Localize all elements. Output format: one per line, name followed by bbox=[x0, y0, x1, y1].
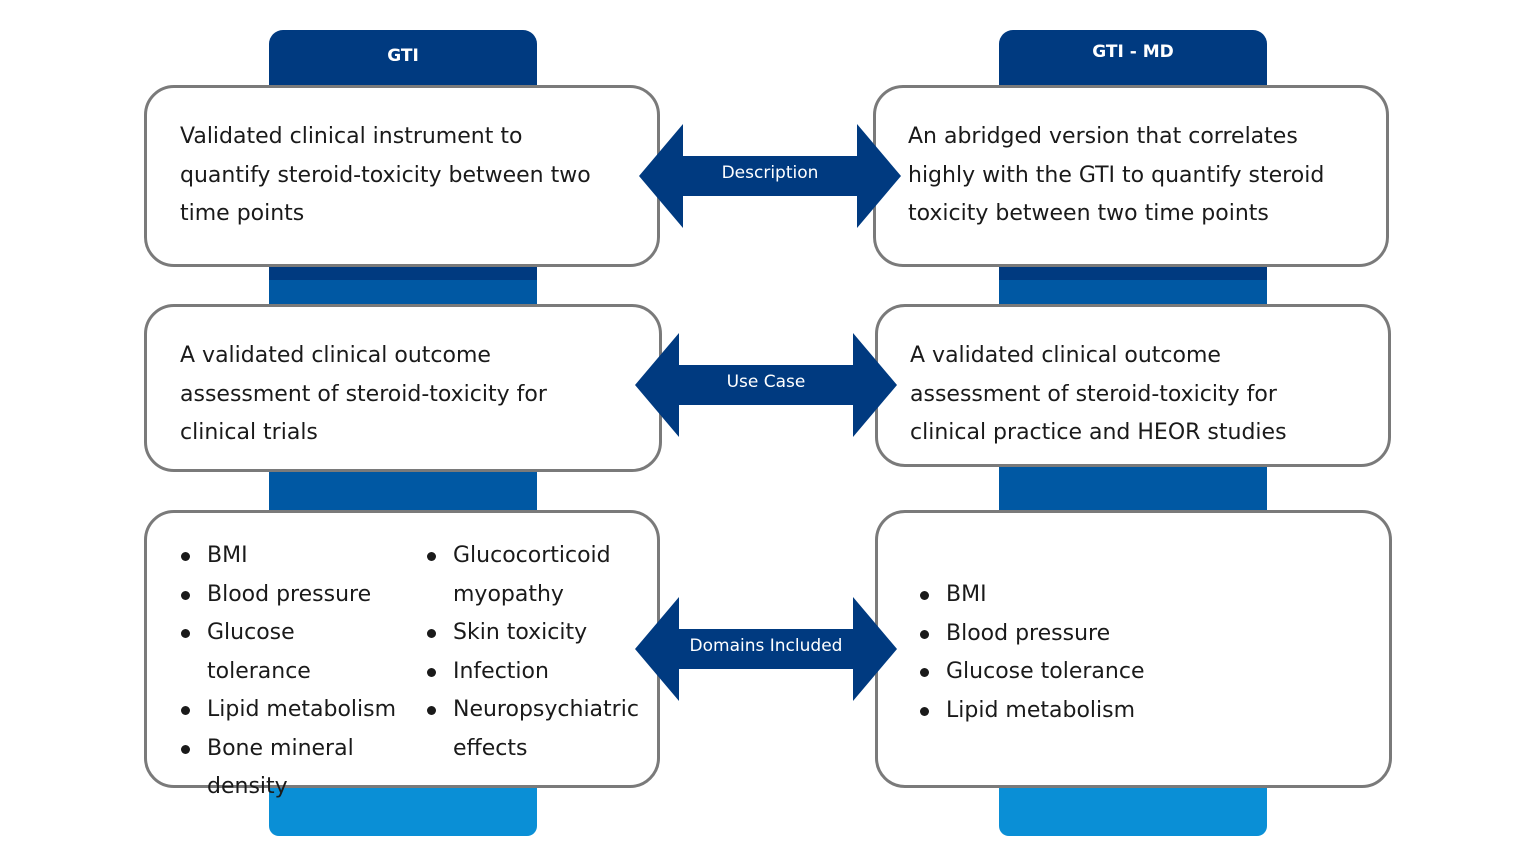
double-arrow-icon bbox=[639, 124, 901, 228]
gti-md-use-case-text: A validated clinical outcome assessment … bbox=[910, 337, 1364, 453]
gti-domains-box: BMI Blood pressure Glucose tolerance Lip… bbox=[144, 510, 660, 799]
gti-description-line: quantify steroid-toxicity between two bbox=[180, 162, 591, 188]
domain-list-item: BMI bbox=[916, 576, 1336, 615]
domain-list-item: Neuropsychiatric effects bbox=[423, 691, 653, 768]
domain-list-item: Glucose tolerance bbox=[916, 653, 1336, 692]
double-arrow-icon bbox=[635, 597, 897, 701]
domain-list-item: Lipid metabolism bbox=[916, 692, 1336, 731]
domain-list-item: Blood pressure bbox=[177, 576, 402, 615]
gti-description-text: Validated clinical instrument to quantif… bbox=[180, 118, 633, 234]
domains-arrow-label: Domains Included bbox=[689, 636, 843, 656]
gti-use-case-line: A validated clinical outcome bbox=[180, 343, 491, 368]
domain-list-item: Skin toxicity bbox=[423, 614, 653, 653]
use-case-arrow-label: Use Case bbox=[726, 372, 806, 392]
domain-list-item: Infection bbox=[423, 653, 653, 692]
gti-md-description-line: toxicity between two time points bbox=[908, 201, 1269, 226]
gti-domains-list-a: BMI Blood pressure Glucose tolerance Lip… bbox=[177, 537, 402, 807]
gti-md-use-case-line: assessment of steroid-toxicity for bbox=[910, 381, 1277, 407]
gti-md-description-line: highly with the GTI to quantify steroid bbox=[908, 162, 1325, 188]
description-double-arrow: Description bbox=[639, 124, 901, 228]
domain-list-item: BMI bbox=[177, 537, 402, 576]
description-arrow-label: Description bbox=[721, 163, 819, 183]
gti-md-use-case-line: A validated clinical outcome bbox=[910, 343, 1221, 368]
domain-list-item: Glucocorticoid myopathy bbox=[423, 537, 653, 614]
gti-column-title: GTI bbox=[387, 46, 419, 66]
gti-domains-list-b: Glucocorticoid myopathy Skin toxicity In… bbox=[423, 537, 653, 768]
gti-use-case-line: clinical trials bbox=[180, 420, 318, 445]
gti-md-use-case-box: A validated clinical outcome assessment … bbox=[875, 304, 1391, 467]
gti-md-domains-box: BMI Blood pressure Glucose tolerance Lip… bbox=[875, 510, 1392, 788]
domain-list-item: Lipid metabolism bbox=[177, 691, 402, 730]
domain-list-item: Glucose tolerance bbox=[177, 614, 402, 691]
gti-md-description-line: An abridged version that correlates bbox=[908, 124, 1298, 149]
gti-md-description-box: An abridged version that correlates high… bbox=[873, 85, 1389, 267]
gti-md-description-text: An abridged version that correlates high… bbox=[908, 118, 1362, 234]
gti-use-case-line: assessment of steroid-toxicity for bbox=[180, 381, 547, 407]
gti-use-case-box: A validated clinical outcome assessment … bbox=[144, 304, 662, 472]
gti-md-use-case-line: clinical practice and HEOR studies bbox=[910, 420, 1287, 445]
gti-use-case-text: A validated clinical outcome assessment … bbox=[180, 337, 635, 453]
gti-description-box: Validated clinical instrument to quantif… bbox=[144, 85, 660, 267]
double-arrow-icon bbox=[635, 333, 897, 437]
gti-description-line: Validated clinical instrument to bbox=[180, 124, 523, 149]
gti-md-domains-list: BMI Blood pressure Glucose tolerance Lip… bbox=[916, 576, 1336, 730]
domain-list-item: Bone mineral density bbox=[177, 730, 402, 807]
gti-md-column-title: GTI - MD bbox=[1092, 42, 1174, 62]
domain-list-item: Blood pressure bbox=[916, 615, 1336, 654]
use-case-double-arrow: Use Case bbox=[635, 333, 897, 437]
gti-description-line: time points bbox=[180, 201, 305, 226]
domains-double-arrow: Domains Included bbox=[635, 597, 897, 701]
